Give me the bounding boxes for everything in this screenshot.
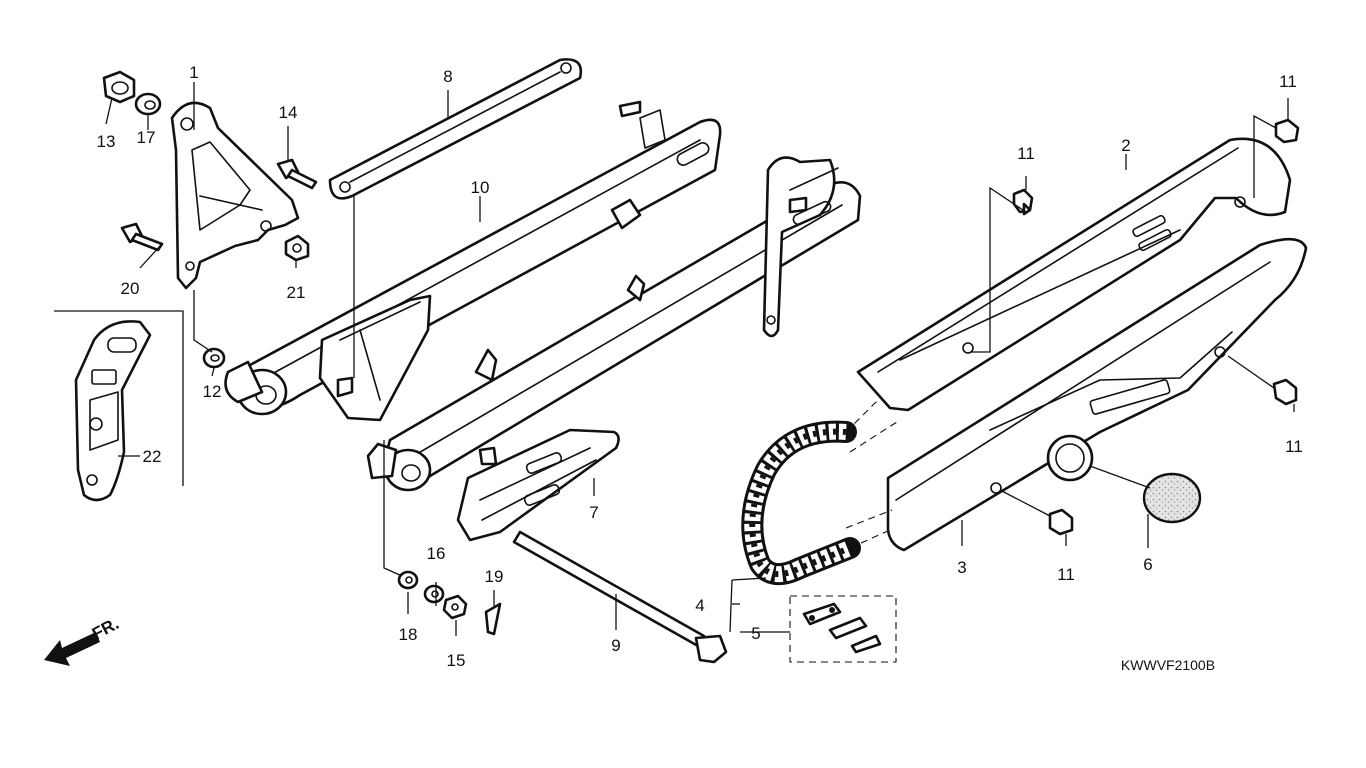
bolt-11-d [1048,508,1074,536]
nut-21 [284,234,310,262]
washer-16 [423,584,445,604]
swingarm [224,100,862,492]
callout-14: 14 [279,103,298,122]
callout-15: 15 [447,651,466,670]
callout-11-c: 11 [1285,437,1303,456]
callout-8: 8 [443,67,452,86]
washer-18 [397,570,419,590]
callout-13: 13 [97,132,116,151]
callout-11-a: 11 [1017,144,1035,163]
bolt-14 [276,158,318,190]
callout-17: 17 [137,128,156,147]
callout-11-b: 11 [1279,72,1297,91]
pivot-bolt [512,530,728,664]
washer-12 [202,347,226,369]
master-link-box [789,595,897,663]
leader-lines [105,82,1295,636]
inspection-cap [1142,472,1202,524]
callout-3: 3 [957,558,966,577]
chain-slider-strip [328,58,583,200]
flange-nut-13 [102,70,136,104]
lower-chain-case [886,237,1308,552]
callout-16: 16 [427,544,446,563]
diagram-code: KWWVF2100B [1121,657,1215,673]
alternate-sprocket-plate [74,320,152,502]
callout-5: 5 [751,624,760,643]
castle-nut-15 [442,594,468,620]
callout-21: 21 [287,283,306,302]
callout-12: 12 [203,382,222,401]
bolt-11-b [1274,118,1300,144]
callout-2: 2 [1121,136,1130,155]
callout-20: 20 [121,279,140,298]
callout-6: 6 [1143,555,1152,574]
master-link [802,602,882,654]
bolt-11-c [1272,378,1298,406]
chain-guide [456,428,620,542]
front-direction-arrow-icon [44,632,100,666]
cotter-pin-19 [484,602,502,636]
bolt-20 [120,222,164,252]
callout-10: 10 [471,178,490,197]
callout-22: 22 [143,447,162,466]
callout-7: 7 [589,503,598,522]
drive-sprocket-cover-plate [170,101,300,290]
alternate-plate-box [54,310,184,486]
callout-11-d: 11 [1057,565,1075,584]
callout-18: 18 [399,625,418,644]
callout-numbers: 1 2 3 4 5 6 7 8 9 10 11 11 11 11 12 13 1… [97,63,1303,670]
callout-1: 1 [189,63,198,82]
washer-17 [134,92,162,116]
callout-19: 19 [485,567,504,586]
callout-9: 9 [611,636,620,655]
drive-chain [741,420,861,585]
callout-4: 4 [695,596,704,615]
